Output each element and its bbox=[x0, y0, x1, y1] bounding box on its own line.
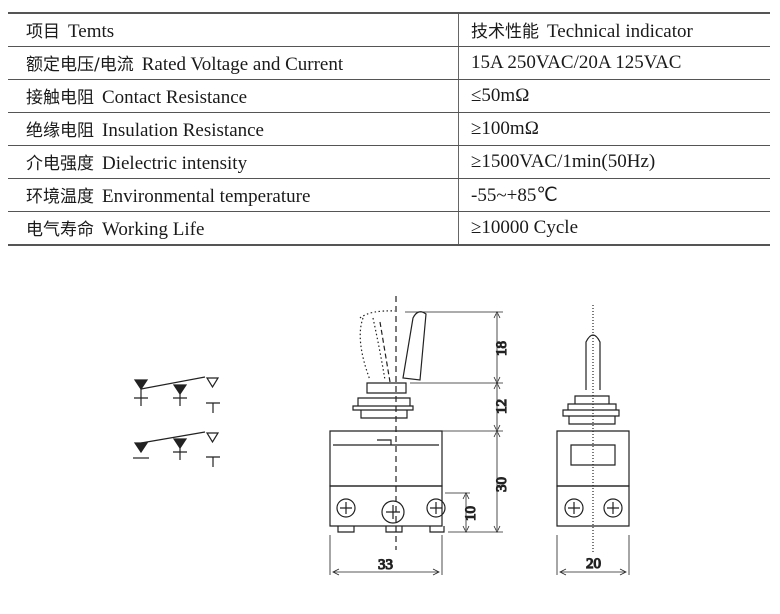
row-label-zh: 绝缘电阻 bbox=[26, 121, 94, 141]
row-value: 15A 250VAC/20A 125VAC bbox=[458, 46, 770, 80]
row-label-en: Working Life bbox=[102, 219, 205, 240]
dim-lever: 18 bbox=[494, 341, 510, 356]
dim-depth: 20 bbox=[586, 556, 601, 572]
dimension-lines bbox=[329, 311, 630, 576]
dim-terminal: 10 bbox=[463, 506, 479, 521]
row-label-en: Dielectric intensity bbox=[102, 153, 248, 174]
row-label-en: Contact Resistance bbox=[102, 87, 248, 108]
table-header: 项目 Temts 技术性能 Technical indicator bbox=[8, 12, 770, 47]
row-value: -55~+85℃ bbox=[458, 178, 770, 212]
row-label-zh: 接触电阻 bbox=[26, 88, 94, 108]
spec-table: 项目 Temts 技术性能 Technical indicator 额定电压/电流 R… bbox=[8, 12, 770, 246]
dim-body: 30 bbox=[494, 477, 510, 492]
table-row: 绝缘电阻 Insulation Resistance ≥100mΩ bbox=[8, 112, 770, 146]
header-value-en: Technical indicator bbox=[547, 21, 693, 42]
table-row: 介电强度 Dielectric intensity ≥1500VAC/1min(50… bbox=[8, 145, 770, 179]
row-value: ≥10000 Cycle bbox=[458, 211, 770, 246]
row-value: ≥1500VAC/1min(50Hz) bbox=[458, 145, 770, 179]
circuit-schematic bbox=[133, 376, 220, 467]
row-label-zh: 额定电压/电流 bbox=[26, 55, 134, 75]
row-label-en: Rated Voltage and Current bbox=[141, 54, 344, 75]
row-value: ≤50mΩ bbox=[458, 79, 770, 113]
table-row: 环境温度 Environmental temperature -55~+85℃ bbox=[8, 178, 770, 212]
row-label-en: Environmental temperature bbox=[102, 186, 311, 207]
row-label-zh: 环境温度 bbox=[26, 187, 94, 207]
header-value-zh: 技术性能 bbox=[471, 22, 539, 42]
side-view bbox=[556, 305, 630, 552]
row-value: ≥100mΩ bbox=[458, 112, 770, 146]
header-item-zh: 项目 bbox=[26, 22, 60, 42]
front-view bbox=[329, 296, 446, 550]
table-row: 额定电压/电流 Rated Voltage and Current 15A 250V… bbox=[8, 46, 770, 80]
table-row: 接触电阻 Contact Resistance ≤50mΩ bbox=[8, 79, 770, 113]
dim-width: 33 bbox=[378, 557, 393, 573]
header-item-en: Temts bbox=[68, 21, 115, 42]
row-label-zh: 电气寿命 bbox=[26, 220, 94, 240]
dim-bushing: 12 bbox=[494, 399, 510, 414]
row-label-zh: 介电强度 bbox=[26, 154, 94, 174]
row-label-en: Insulation Resistance bbox=[102, 120, 264, 141]
table-row: 电气寿命 Working Life ≥10000 Cycle bbox=[8, 211, 770, 246]
